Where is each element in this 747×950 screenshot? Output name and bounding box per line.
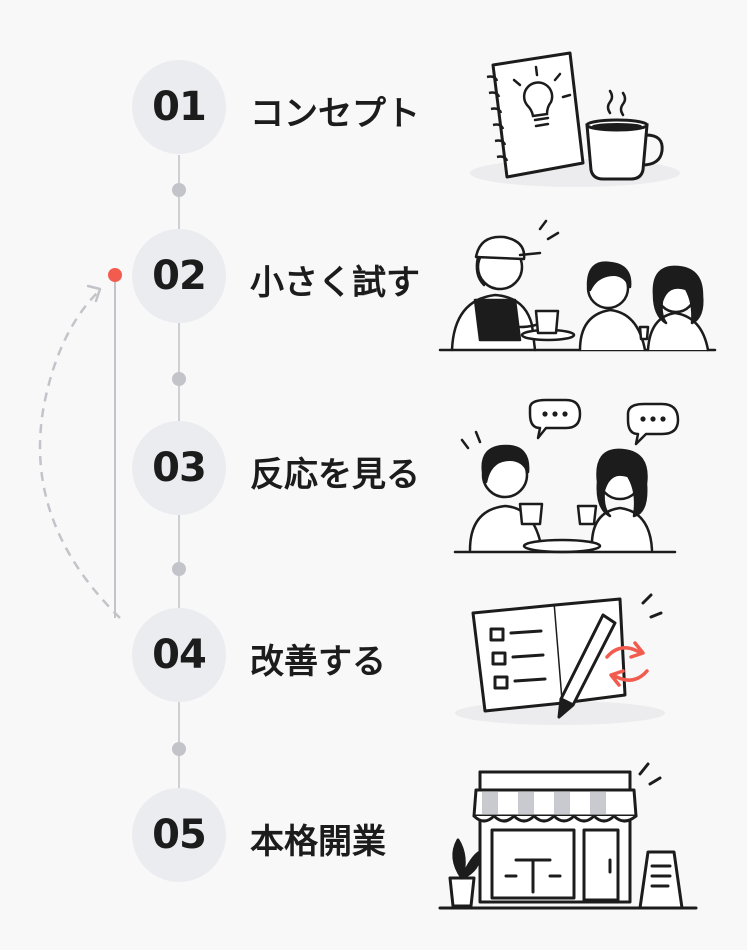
step-circle-01: 01 — [132, 60, 226, 154]
storefront-icon — [438, 762, 698, 910]
connector-dot-3 — [172, 562, 186, 576]
step-circle-03: 03 — [132, 421, 226, 515]
step-label-04: 改善する — [250, 642, 386, 682]
loop-arrow-head — [86, 284, 102, 303]
step-number: 03 — [152, 445, 207, 491]
customers-chatting-icon — [453, 398, 680, 554]
step-number: 05 — [152, 812, 207, 858]
step-label-01: コンセプト — [250, 94, 420, 134]
step-number: 02 — [152, 253, 207, 299]
connector-dot-2 — [172, 372, 186, 386]
checklist-pen-refresh-icon — [455, 593, 665, 725]
step-circle-05: 05 — [132, 788, 226, 882]
step-label-03: 反応を見る — [250, 455, 420, 495]
connector-dot-4 — [172, 742, 186, 756]
loop-accent-dot — [108, 268, 122, 282]
connector-dot-1 — [172, 183, 186, 197]
barista-serving-customers-icon — [438, 219, 717, 352]
step-circle-04: 04 — [132, 608, 226, 702]
step-label-02: 小さく試す — [250, 263, 420, 303]
step-circle-02: 02 — [132, 229, 226, 323]
step-number: 04 — [152, 632, 207, 678]
step-number: 01 — [152, 84, 207, 130]
notebook-lightbulb-coffee-icon — [470, 51, 680, 187]
loop-dashed-arc — [38, 291, 121, 619]
step-label-05: 本格開業 — [250, 822, 386, 862]
